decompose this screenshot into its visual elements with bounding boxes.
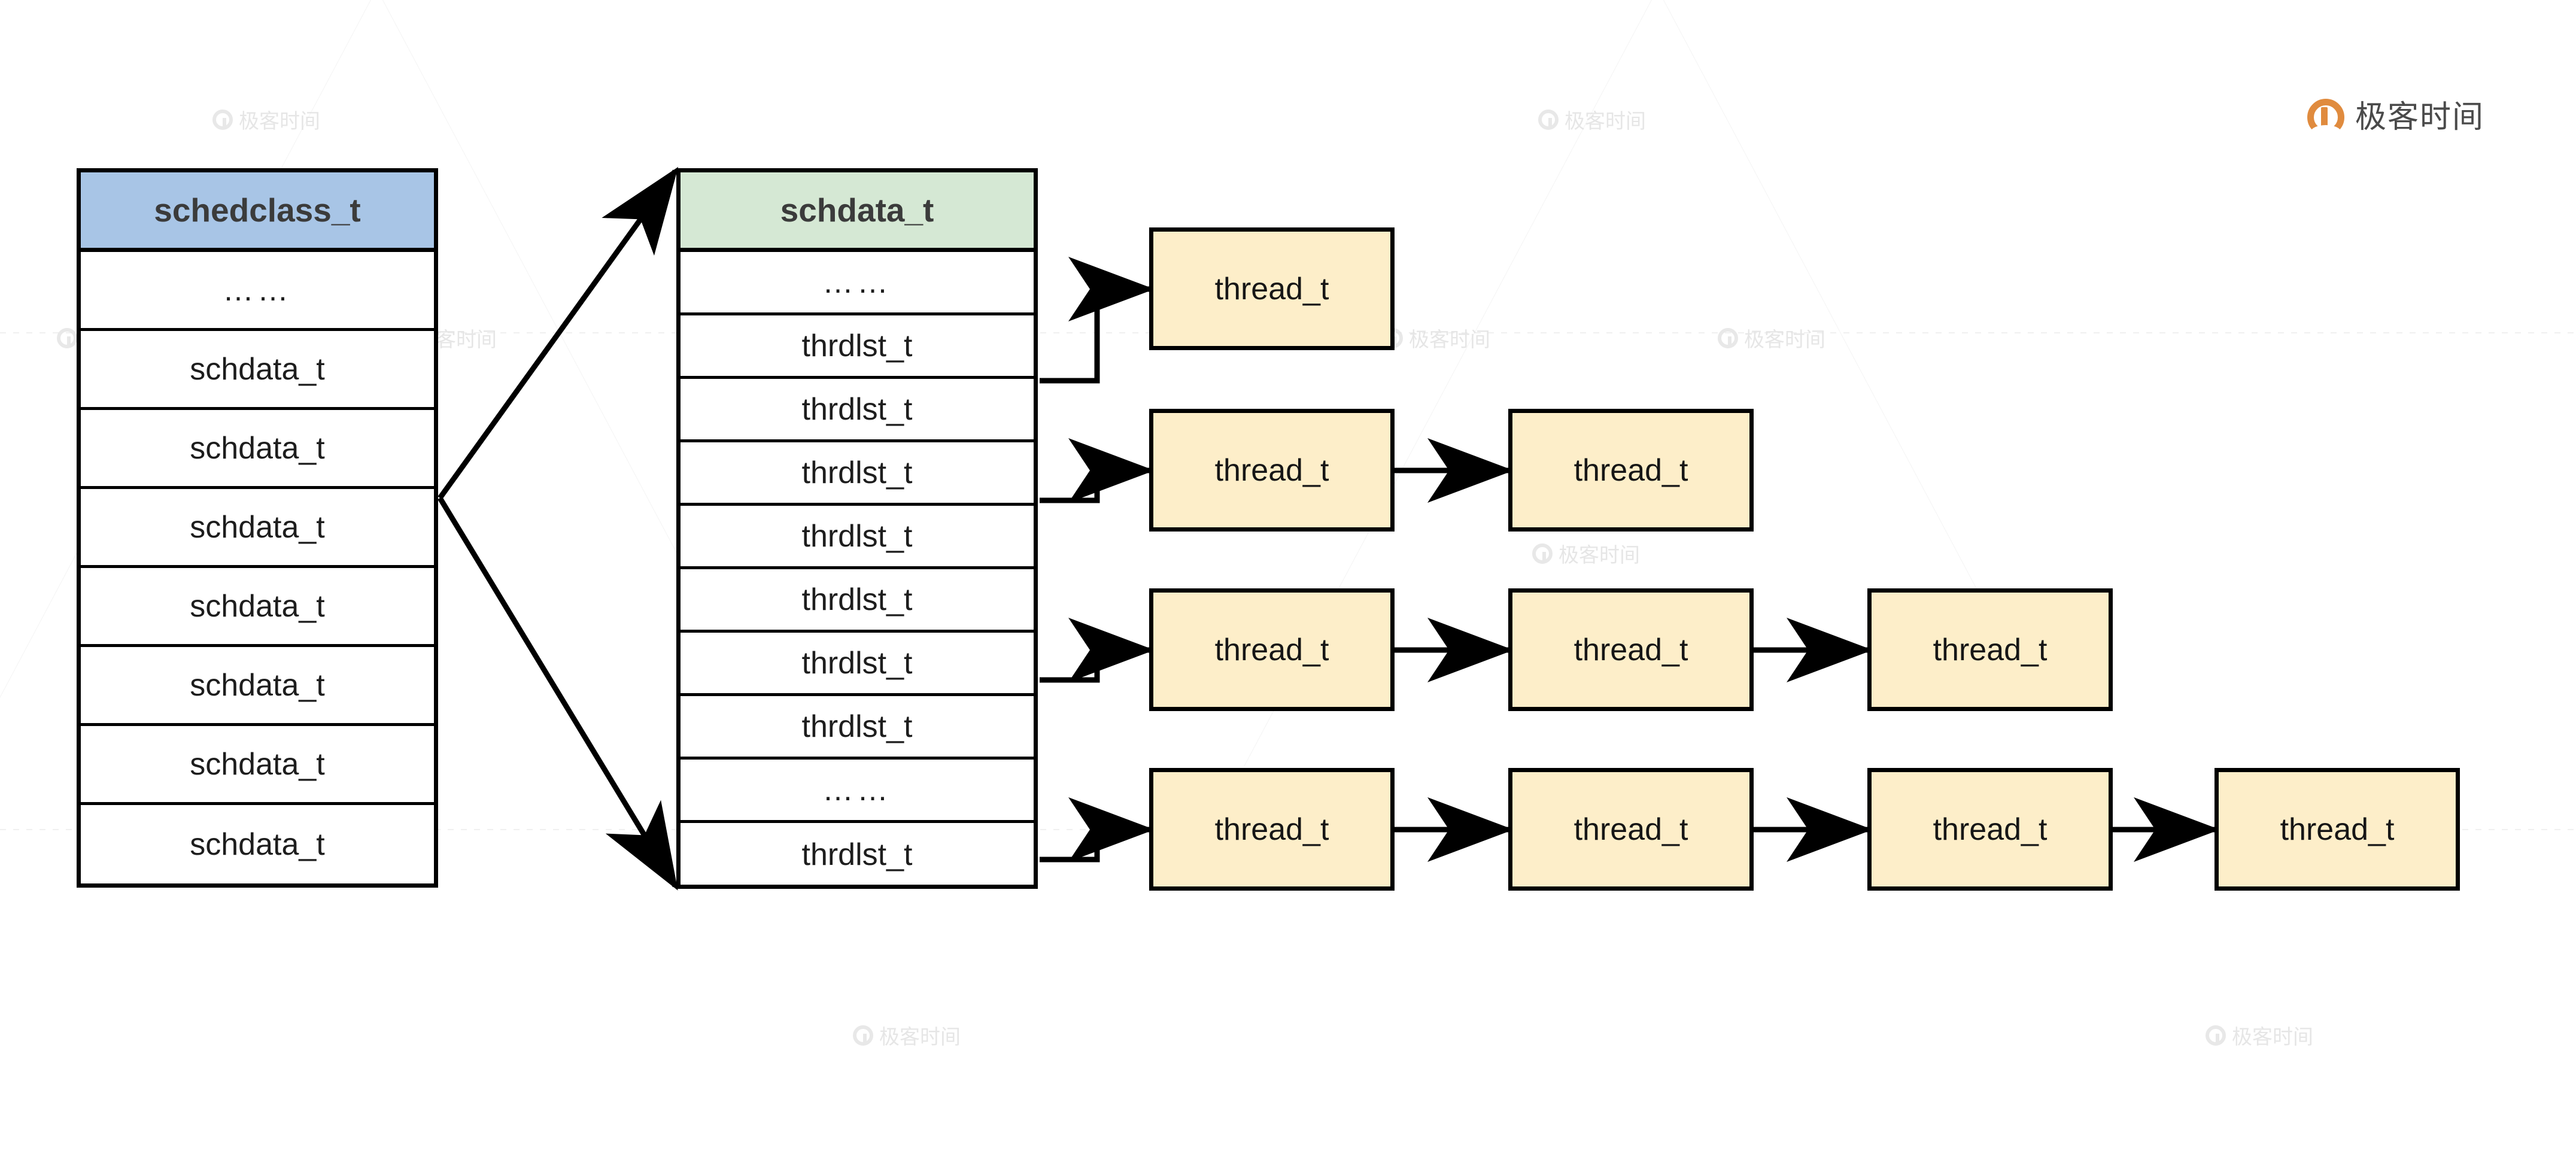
struct-row: thrdlst_t xyxy=(681,379,1034,442)
struct-row: thrdlst_t xyxy=(681,633,1034,696)
struct-row: thrdlst_t xyxy=(681,569,1034,633)
watermark-text: 极客时间 xyxy=(1565,110,1646,133)
thread-box: thread_t xyxy=(1867,588,2113,711)
struct-row: schdata_t xyxy=(81,726,434,805)
watermark-logo-icon xyxy=(1718,327,1738,348)
geektime-logo-icon xyxy=(2307,99,2344,138)
struct-row: thrdlst_t xyxy=(681,696,1034,760)
struct-row: thrdlst_t xyxy=(801,837,913,872)
thread-box: thread_t xyxy=(1149,227,1395,350)
thread-box: thread_t xyxy=(1149,409,1395,532)
watermark-text: 极客时间 xyxy=(239,110,320,133)
watermark: 极客时间 xyxy=(1383,323,1490,353)
edge-thrdlst-to-chain-1 xyxy=(1040,257,1155,384)
watermark: 极客时间 xyxy=(1718,323,1825,353)
thread-box: thread_t xyxy=(1867,768,2113,891)
struct-row-ellipsis: …… xyxy=(681,252,1034,315)
struct-row: schdata_t xyxy=(81,568,434,647)
brand-name: 极客时间 xyxy=(2355,99,2485,135)
watermark-text: 极客时间 xyxy=(2232,1026,2313,1049)
struct-row: schdata_t xyxy=(81,489,434,568)
struct-row: schdata_t xyxy=(81,647,434,726)
schdata-header: schdata_t xyxy=(681,172,1034,252)
thread-box: thread_t xyxy=(1149,768,1395,891)
watermark-text: 极客时间 xyxy=(1409,329,1490,351)
watermark: 极客时间 xyxy=(2206,1021,2313,1050)
watermark-text: 极客时间 xyxy=(1744,329,1825,351)
thread-box: thread_t xyxy=(1149,588,1395,711)
struct-row-ellipsis: …… xyxy=(81,252,434,331)
schedclass-header: schedclass_t xyxy=(81,172,434,252)
watermark-logo-icon xyxy=(1538,109,1559,130)
brand-logo: 极客时间 xyxy=(2307,99,2485,138)
edge-schedclass-to-schdata-bottom xyxy=(438,496,678,891)
thread-box: thread_t xyxy=(1508,409,1754,532)
watermark-logo-icon xyxy=(853,1025,873,1046)
edge-thrdlst-to-chain-2 xyxy=(1040,438,1155,503)
edge-thrdlst-to-chain-3 xyxy=(1040,618,1155,683)
watermark-text: 极客时间 xyxy=(879,1026,961,1049)
struct-row-ellipsis: …… xyxy=(681,760,1034,823)
thread-box: thread_t xyxy=(1508,768,1754,891)
watermark-logo-icon xyxy=(1532,543,1553,564)
watermark-logo-icon xyxy=(57,327,77,348)
edge-thrdlst-to-chain-4 xyxy=(1040,797,1155,863)
thread-box: thread_t xyxy=(1508,588,1754,711)
struct-row: thrdlst_t xyxy=(681,315,1034,379)
watermark: 极客时间 xyxy=(1532,539,1640,568)
struct-row: schdata_t xyxy=(190,827,325,862)
watermark-logo-icon xyxy=(2206,1025,2226,1046)
struct-row: thrdlst_t xyxy=(681,506,1034,569)
struct-row: thrdlst_t xyxy=(681,442,1034,506)
watermark: 极客时间 xyxy=(1538,105,1646,134)
watermark-logo-icon xyxy=(212,109,233,130)
edge-schedclass-to-schdata-top xyxy=(438,166,679,500)
struct-row: schdata_t xyxy=(81,331,434,410)
watermark: 极客时间 xyxy=(853,1021,961,1050)
watermark-text: 极客时间 xyxy=(1559,544,1640,567)
thread-box: thread_t xyxy=(2214,768,2460,891)
struct-row: schdata_t xyxy=(81,410,434,489)
watermark-diagonal xyxy=(1663,0,2030,688)
watermark: 极客时间 xyxy=(212,105,320,134)
